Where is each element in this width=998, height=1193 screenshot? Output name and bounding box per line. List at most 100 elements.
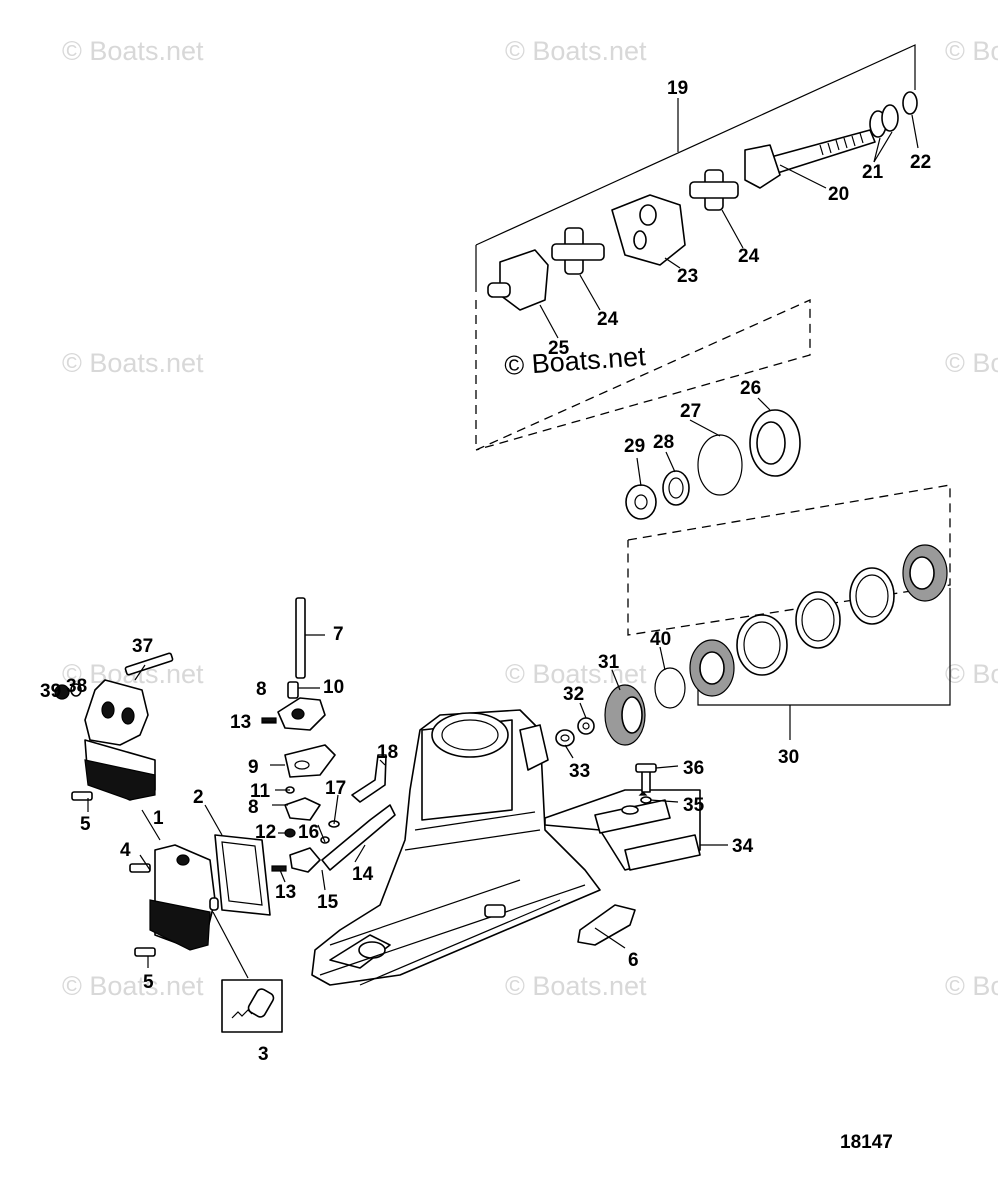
group-bracket-19	[475, 44, 916, 246]
callout-15: 15	[317, 892, 339, 913]
driveshaft-assembly	[475, 44, 918, 452]
mount-components	[54, 652, 283, 1033]
callout-30: 30	[778, 747, 799, 768]
callout-7: 7	[333, 624, 344, 645]
race	[795, 591, 841, 649]
watermark: © Boats.net	[945, 348, 998, 378]
race	[849, 567, 895, 625]
callout-14: 14	[352, 864, 374, 885]
reference-number: 18147	[840, 1132, 893, 1153]
shift-components	[261, 597, 396, 873]
callout-19: 19	[667, 78, 688, 99]
o-ring-27	[697, 434, 743, 496]
callout-10: 10	[323, 677, 344, 698]
gear-group	[555, 684, 646, 747]
u-joint-24a	[689, 169, 739, 211]
callout-33: 33	[569, 761, 590, 782]
gear-housing	[311, 709, 601, 986]
washer-35	[640, 796, 652, 804]
plate-9	[284, 744, 336, 778]
dashed-guide	[475, 298, 811, 452]
o-ring-21b	[881, 104, 899, 132]
callout-36: 36	[683, 758, 704, 779]
leader-lines	[87, 114, 919, 968]
screw-13b	[271, 865, 287, 872]
nut-39	[54, 684, 70, 700]
shift-shaft-7	[295, 597, 306, 679]
watermark: © Boats.net	[62, 348, 204, 378]
plug	[209, 897, 219, 911]
bolt-5b	[134, 947, 156, 957]
ring-40	[654, 667, 686, 709]
watermark: © Boats.net	[62, 36, 204, 66]
screw-36	[635, 763, 657, 793]
washer-29	[625, 484, 657, 520]
watermark: © Boats.net	[945, 36, 998, 66]
input-yoke-25	[499, 249, 549, 311]
bearing-group	[625, 409, 801, 520]
callout-26: 26	[740, 378, 761, 399]
watermark: © Boats.net	[505, 36, 647, 66]
callout-22: 22	[910, 152, 931, 173]
callout-8: 8	[256, 679, 267, 700]
stud-37	[124, 652, 174, 676]
skeg-plate-34	[544, 789, 701, 871]
nut-33	[555, 729, 575, 747]
anode-6	[577, 904, 636, 946]
callout-9: 9	[248, 757, 259, 778]
coupler-23	[611, 194, 686, 266]
callout-31: 31	[598, 652, 620, 673]
bolt-5a	[71, 791, 93, 801]
callout-21: 21	[862, 162, 884, 183]
callout-27: 27	[680, 401, 701, 422]
watermark: © Boats.net	[62, 971, 204, 1001]
bolt-4	[129, 863, 151, 873]
callout-4: 4	[120, 840, 131, 861]
callout-34: 34	[732, 836, 754, 857]
callout-2: 2	[193, 787, 204, 808]
callout-20: 20	[828, 184, 849, 205]
dashed-guide	[627, 484, 951, 636]
callout-40: 40	[650, 629, 671, 650]
shift-lever-14	[321, 804, 396, 871]
washer-38	[70, 683, 82, 697]
callout-5: 5	[80, 814, 91, 835]
screw-13	[261, 717, 277, 724]
seal-28	[662, 470, 690, 506]
watermarks: © Boats.net © Boats.net © Boats.net © Bo…	[62, 36, 998, 1001]
watermark: © Boats.net	[945, 659, 998, 689]
callout-28: 28	[653, 432, 674, 453]
washer-32	[577, 717, 595, 735]
callout-16: 16	[298, 822, 319, 843]
watermark: © Boats.net	[505, 971, 647, 1001]
callout-18: 18	[377, 742, 398, 763]
callout-13: 13	[230, 712, 251, 733]
callout-labels: 1 2 3 4 5 5 6 7 8 8 9 10 11 12 13 13 14 …	[40, 78, 931, 1065]
callout-12: 12	[255, 822, 276, 843]
yoke-20	[744, 144, 781, 189]
callout-23: 23	[677, 266, 698, 287]
callout-24: 24	[738, 246, 760, 267]
main-watermark: © Boats.net	[503, 341, 647, 381]
callout-5b: 5	[143, 972, 154, 993]
callout-24b: 24	[597, 309, 619, 330]
cam-8b	[284, 797, 321, 821]
callout-37: 37	[132, 636, 153, 657]
cup	[736, 614, 788, 676]
watermark: © Boats.net	[505, 659, 647, 689]
callout-13b: 13	[275, 882, 296, 903]
callout-8b: 8	[248, 797, 259, 818]
callout-32: 32	[563, 684, 584, 705]
shift-cam-15	[289, 847, 321, 873]
washer-12	[284, 828, 296, 838]
watermark: © Boats.net	[945, 971, 998, 1001]
bolt-10	[287, 681, 299, 699]
u-joint-24b	[551, 227, 605, 275]
link-18	[351, 754, 387, 803]
callout-11: 11	[250, 781, 271, 802]
callout-35: 35	[683, 795, 705, 816]
callout-39: 39	[40, 681, 61, 702]
washer-16	[320, 836, 330, 844]
mount-bracket	[84, 679, 149, 746]
callout-17: 17	[325, 778, 346, 799]
